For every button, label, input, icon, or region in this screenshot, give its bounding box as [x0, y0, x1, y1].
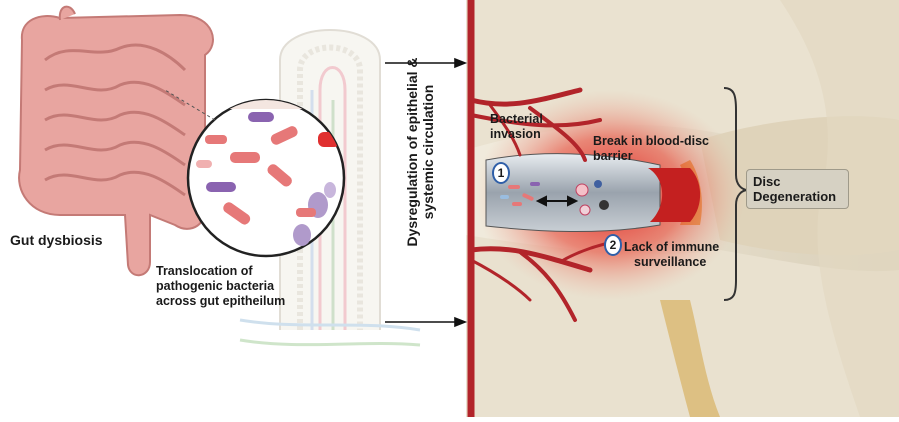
gut-dysbiosis-label: Gut dysbiosis: [10, 232, 103, 249]
disc-degeneration-box: Disc Degeneration: [746, 169, 849, 209]
translocation-label: Translocation of pathogenic bacteria acr…: [156, 264, 285, 308]
dysregulation-label: Dysregulation of epithelial & systemic c…: [404, 12, 436, 292]
break-barrier-label: Break in blood-disc barrier: [593, 134, 709, 164]
lack-immune-label: Lack of immune surveillance: [624, 240, 719, 270]
step-2-badge: 2: [604, 234, 622, 256]
bacterial-invasion-label: Bacterial invasion: [490, 112, 543, 142]
step-1-badge: 1: [492, 162, 510, 184]
